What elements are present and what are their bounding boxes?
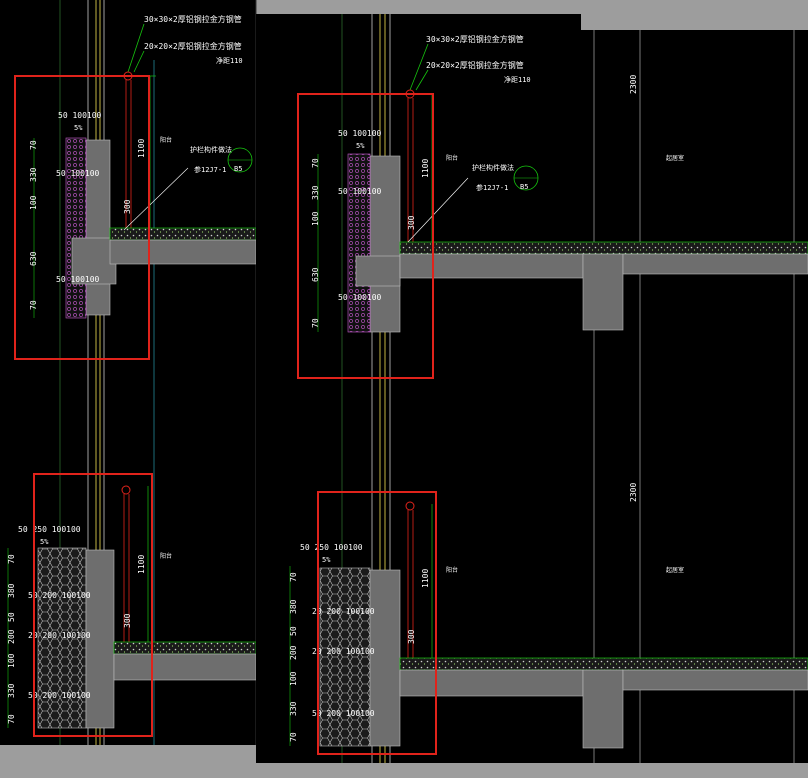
highlight-box-left-bottom <box>33 473 153 737</box>
dim-top: 50 100100 <box>58 111 102 120</box>
row-2: 20 200 100100 <box>28 631 91 640</box>
dim-top: 50 250 100100 <box>18 525 81 534</box>
row-3: 50 200 100100 <box>312 709 375 718</box>
dim-top: 50 250 100100 <box>300 543 363 552</box>
pipe-label-1: 30×30×2厚铝钢拉金方钢管 <box>426 34 524 44</box>
dim-1100: 1100 <box>421 569 430 588</box>
vdim-2: 330 <box>29 167 38 182</box>
vdim-6: 330 <box>289 701 298 716</box>
vdim-5: 70 <box>29 300 38 310</box>
railing-note: 护栏构件做法 <box>190 145 232 154</box>
floor-slab <box>109 239 257 265</box>
room-label: 阳台 <box>160 136 172 144</box>
pipe-label-2: 20×20×2厚铝钢拉金方钢管 <box>144 41 242 51</box>
left-bottom-detail: 1100 300 50 250 100100 5% 50 200 100100 … <box>7 485 257 729</box>
vdim-6: 330 <box>7 683 16 698</box>
std-ref: 参12J7-1 <box>476 183 508 192</box>
dim-1100: 1100 <box>137 555 146 574</box>
detail-ref-num: B5 <box>234 165 242 173</box>
detail-ref-num: B5 <box>520 183 528 191</box>
dim-300: 300 <box>407 215 416 230</box>
vdim-3: 50 <box>7 612 16 622</box>
vdim-5: 70 <box>311 318 320 328</box>
slope: 5% <box>322 556 331 564</box>
vdim-3: 50 <box>289 626 298 636</box>
right-top-detail: 30×30×2厚铝钢拉金方钢管 20×20×2厚铝钢拉金方钢管 净距110 11… <box>311 34 808 333</box>
storey-height-bottom: 2300 <box>629 483 638 502</box>
dim-mid1: 50 100100 <box>338 187 382 196</box>
row-2: 20 200 100100 <box>312 647 375 656</box>
left-top-detail: 30×30×2厚铝钢拉金方钢管 20×20×2厚铝钢拉金方钢管 净距110 11… <box>29 14 257 319</box>
vdim-4: 630 <box>29 251 38 266</box>
highlight-box-left-top <box>14 75 150 360</box>
slope: 5% <box>40 538 49 546</box>
vdim-4: 200 <box>7 629 16 644</box>
floor-finish <box>109 227 257 241</box>
vdim-1: 70 <box>7 554 16 564</box>
vdim-7: 70 <box>7 714 16 724</box>
row-1: 50 200 100100 <box>28 591 91 600</box>
vdim-2: 380 <box>289 599 298 614</box>
vdim-5: 100 <box>7 653 16 668</box>
insulation-layer <box>65 137 87 319</box>
dim-mid2: 50 100100 <box>56 275 100 284</box>
vdim-4: 200 <box>289 645 298 660</box>
concrete-wall <box>85 549 115 729</box>
vdim-4: 630 <box>311 267 320 282</box>
highlight-box-right-top <box>297 93 434 379</box>
dim-300: 300 <box>407 629 416 644</box>
room-label-living: 起居室 <box>666 154 684 162</box>
std-ref: 参12J7-1 <box>194 165 226 174</box>
room-label-balcony: 阳台 <box>446 154 458 162</box>
pipe-label-1: 30×30×2厚铝钢拉金方钢管 <box>144 14 242 24</box>
vdim-5: 100 <box>289 671 298 686</box>
dim-mid2: 50 100100 <box>338 293 382 302</box>
dim-300: 300 <box>123 613 132 628</box>
room-label-living: 起居室 <box>666 566 684 574</box>
block-infill <box>37 547 87 729</box>
room-label-balcony: 阳台 <box>446 566 458 574</box>
row-3: 50 200 100100 <box>28 691 91 700</box>
vdim-2: 380 <box>7 583 16 598</box>
right-bottom-detail: 1100 300 50 250 100100 5% 20 200 100100 … <box>289 501 808 749</box>
vdim-7: 70 <box>289 732 298 742</box>
dim-1100: 1100 <box>137 139 146 158</box>
dim-top: 50 100100 <box>338 129 382 138</box>
slope: 5% <box>74 124 83 132</box>
vdim-3: 100 <box>29 195 38 210</box>
dim-mid1: 50 100100 <box>56 169 100 178</box>
highlight-box-right-bottom <box>317 491 437 755</box>
room-label: 阳台 <box>160 552 172 560</box>
spacing-label: 净距110 <box>216 56 243 65</box>
spacing-label: 净距110 <box>504 75 531 84</box>
right-panel: 2300 2300 30×30×2厚铝钢拉金方钢管 20×20×2厚铝钢拉金方钢… <box>256 14 808 763</box>
concrete-wall <box>85 139 111 316</box>
storey-height-top: 2300 <box>629 75 638 94</box>
vdim-2: 330 <box>311 185 320 200</box>
vdim-3: 100 <box>311 211 320 226</box>
railing-note: 护栏构件做法 <box>472 163 514 172</box>
row-1: 20 200 100100 <box>312 607 375 616</box>
pipe-label-2: 20×20×2厚铝钢拉金方钢管 <box>426 60 524 70</box>
vdim-1: 70 <box>311 158 320 168</box>
left-panel: 30×30×2厚铝钢拉金方钢管 20×20×2厚铝钢拉金方钢管 净距110 11… <box>0 0 257 745</box>
dim-300: 300 <box>123 199 132 214</box>
vdim-1: 70 <box>29 140 38 150</box>
vdim-1: 70 <box>289 572 298 582</box>
slope: 5% <box>356 142 365 150</box>
dim-1100: 1100 <box>421 159 430 178</box>
